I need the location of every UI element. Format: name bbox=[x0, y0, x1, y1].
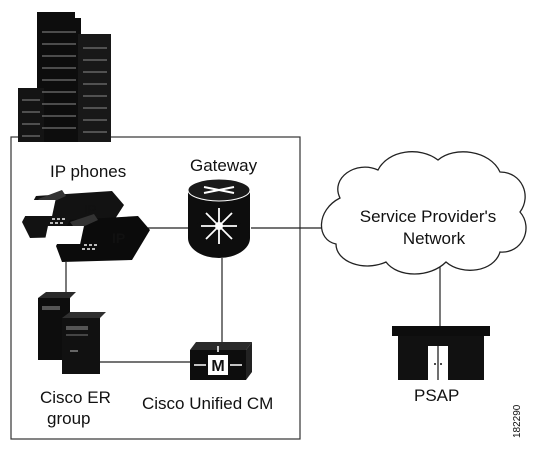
svg-text:IP: IP bbox=[112, 230, 125, 246]
cisco-er-label-line2: group bbox=[47, 409, 90, 428]
server-icon bbox=[38, 292, 106, 374]
psap-building-icon bbox=[392, 326, 490, 380]
cm-badge: M bbox=[211, 358, 224, 375]
call-manager-icon: M bbox=[190, 342, 252, 380]
gateway-label: Gateway bbox=[190, 156, 258, 175]
figure-id: 182290 bbox=[512, 404, 523, 438]
ip-phones-label: IP phones bbox=[50, 162, 126, 181]
cisco-cm-label: Cisco Unified CM bbox=[142, 394, 273, 413]
cloud-icon: Service Provider's Network bbox=[320, 151, 527, 275]
psap-label: PSAP bbox=[414, 386, 459, 405]
office-building-icon bbox=[18, 12, 111, 142]
cloud-label-line1: Service Provider's bbox=[360, 207, 496, 226]
ip-phone-icon: IP bbox=[44, 214, 150, 262]
svg-text:IP: IP bbox=[84, 202, 97, 217]
cloud-label-line2: Network bbox=[403, 229, 466, 248]
enterprise-boundary bbox=[10, 136, 301, 440]
cisco-er-label-line1: Cisco ER bbox=[40, 388, 111, 407]
router-icon bbox=[187, 178, 251, 258]
